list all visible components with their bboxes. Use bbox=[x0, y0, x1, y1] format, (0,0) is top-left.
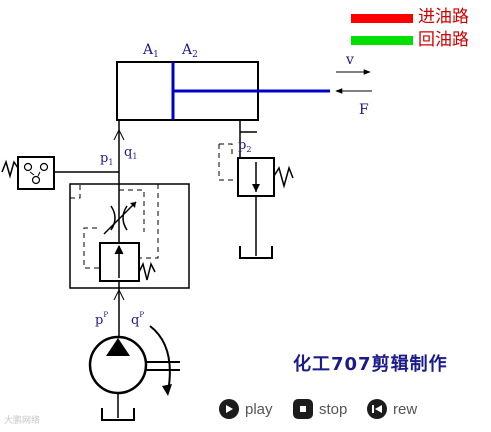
pressure-gauge bbox=[1, 156, 119, 190]
stop-label: stop bbox=[319, 400, 348, 418]
rew-button[interactable]: rew bbox=[367, 398, 417, 420]
label-a2: A2 bbox=[181, 42, 198, 60]
play-icon bbox=[219, 399, 239, 419]
label-q1: q1 bbox=[124, 145, 137, 161]
label-p2: p2 bbox=[238, 138, 251, 154]
pump-rotation-arrow bbox=[149, 325, 171, 393]
force-arrow: F bbox=[335, 88, 372, 118]
velocity-label: v bbox=[345, 52, 354, 68]
hydraulic-pump bbox=[88, 325, 180, 421]
speed-regulating-valve bbox=[69, 183, 190, 289]
play-button[interactable]: play bbox=[219, 398, 273, 420]
flow-arrow-upper bbox=[113, 128, 125, 141]
brand-caption: 化工707剪辑制作 bbox=[293, 354, 448, 375]
velocity-arrow: v bbox=[336, 52, 371, 75]
tank-icon-pump bbox=[101, 408, 135, 421]
hydraulic-cylinder: A1 A2 bbox=[116, 42, 330, 121]
label-pp: pP bbox=[95, 311, 108, 328]
force-label: F bbox=[359, 102, 369, 118]
legend-label-inlet: 进油路 bbox=[418, 7, 469, 27]
gauge-spring-icon bbox=[1, 159, 19, 179]
tank-icon-right bbox=[239, 246, 273, 259]
play-label: play bbox=[245, 400, 273, 418]
pump-triangle-icon bbox=[106, 338, 130, 356]
rew-label: rew bbox=[393, 400, 418, 418]
flow-arrow-lower bbox=[113, 288, 125, 301]
watermark: 大鹏网络 bbox=[4, 416, 41, 426]
compensator-spring-icon bbox=[138, 261, 156, 281]
throttle-icon bbox=[110, 205, 128, 231]
legend-swatch-inlet bbox=[351, 14, 413, 23]
legend-label-return: 回油路 bbox=[418, 30, 469, 50]
valve-enclosure bbox=[69, 183, 190, 289]
label-qp: qP bbox=[131, 311, 144, 328]
label-p1: p1 bbox=[100, 151, 113, 167]
legend-swatch-return bbox=[351, 36, 413, 45]
label-a1: A1 bbox=[142, 42, 159, 60]
rewind-icon bbox=[367, 399, 387, 419]
stop-button[interactable]: stop bbox=[293, 398, 347, 420]
relief-spring-icon bbox=[273, 165, 294, 189]
stop-icon bbox=[293, 399, 313, 419]
back-pressure-valve: p2 bbox=[218, 120, 294, 259]
